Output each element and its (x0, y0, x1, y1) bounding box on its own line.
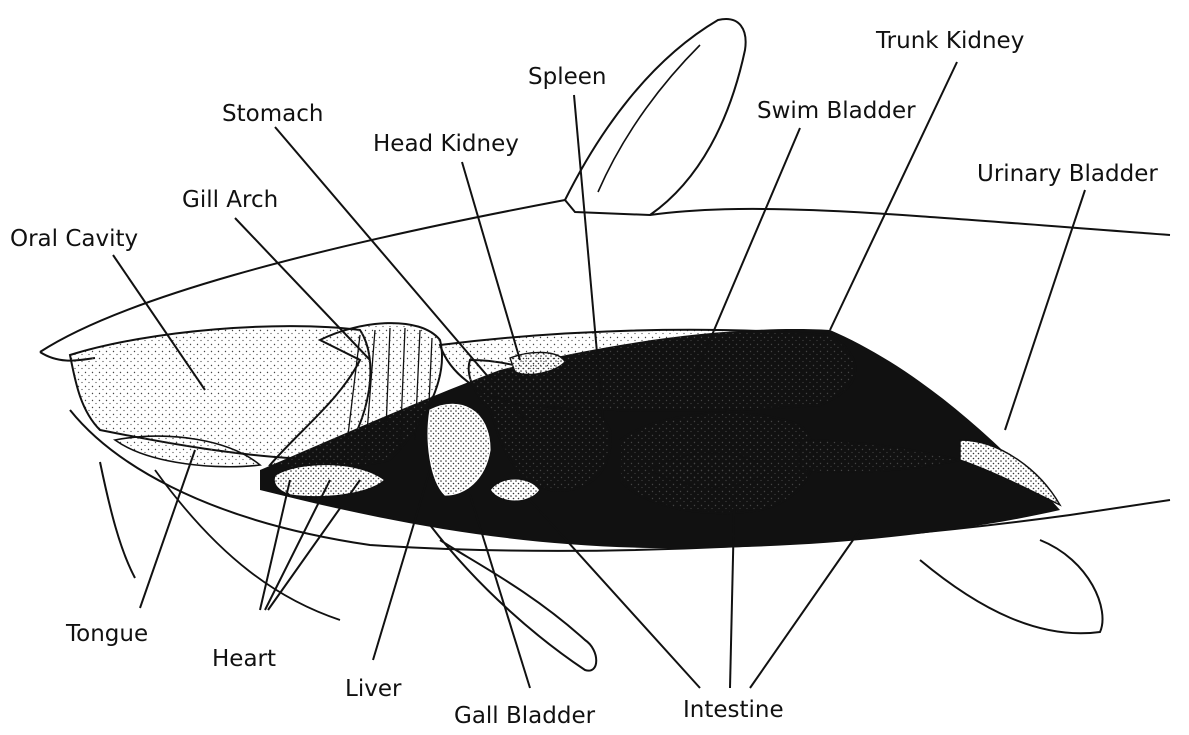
label-urinary-bladder: Urinary Bladder (977, 163, 1158, 186)
label-heart: Heart (212, 648, 276, 671)
label-stomach: Stomach (222, 103, 323, 126)
label-gall-bladder: Gall Bladder (454, 705, 595, 728)
label-spleen: Spleen (528, 66, 606, 89)
swim-bladder-shape (440, 330, 855, 411)
dorsal-fin (565, 19, 746, 215)
label-trunk-kidney: Trunk Kidney (876, 30, 1024, 53)
anal-fin (920, 540, 1103, 633)
label-tongue: Tongue (66, 623, 148, 646)
label-head-kidney: Head Kidney (373, 133, 519, 156)
label-oral-cavity: Oral Cavity (10, 228, 138, 251)
label-gill-arch: Gill Arch (182, 189, 278, 212)
pectoral-fin (100, 462, 135, 578)
label-swim-bladder: Swim Bladder (757, 100, 916, 123)
label-intestine: Intestine (683, 699, 784, 722)
label-liver: Liver (345, 678, 401, 701)
